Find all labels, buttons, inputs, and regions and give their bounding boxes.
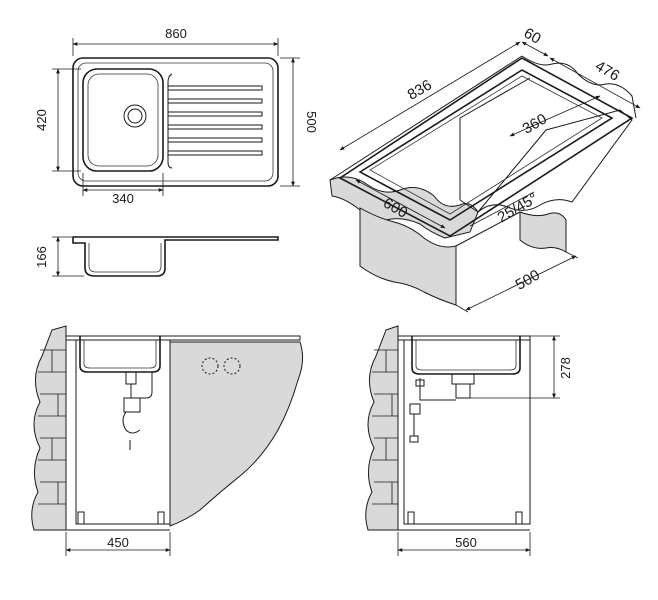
dashed-hole-1 <box>201 357 219 375</box>
dim-length-836: 836 <box>405 76 435 103</box>
dim-edge-60: 60 <box>521 25 544 48</box>
bowl-inner <box>87 73 159 167</box>
dim-bowl-width-340: 340 <box>112 191 134 206</box>
dim-height-166: 166 <box>34 246 49 268</box>
sink-outline <box>72 57 279 187</box>
cabinet-side-shape <box>169 341 304 527</box>
drainer-grooves <box>167 73 263 169</box>
isometric-view: 836 60 476 360 600 25/45° 500 <box>329 25 641 313</box>
dim-bowl-depth-420: 420 <box>34 109 49 131</box>
dashed-hole-2 <box>223 357 241 375</box>
bowl <box>82 68 164 172</box>
dim-cabinet-560: 560 <box>455 535 477 550</box>
sink-inner-outline <box>77 62 274 182</box>
dim-cabinet-500: 500 <box>513 266 543 293</box>
brick-wall-right <box>365 325 399 531</box>
side-profile <box>72 236 279 277</box>
side-section: 560 278 <box>365 325 573 556</box>
drain-outer <box>123 104 147 128</box>
front-section: 450 <box>31 325 304 556</box>
drain-inner <box>127 108 143 124</box>
dim-depth-500: 500 <box>304 111 319 133</box>
dim-depth-476: 476 <box>592 57 622 84</box>
brick-wall-left <box>31 325 67 531</box>
dim-cabinet-450: 450 <box>107 535 129 550</box>
dim-width-860: 860 <box>165 26 187 41</box>
dim-drainer-360: 360 <box>520 110 550 137</box>
side-view: 166 <box>34 236 279 277</box>
countertop-right <box>477 109 633 213</box>
top-view: 860 500 420 340 <box>34 26 319 206</box>
dim-height-278: 278 <box>558 357 573 379</box>
